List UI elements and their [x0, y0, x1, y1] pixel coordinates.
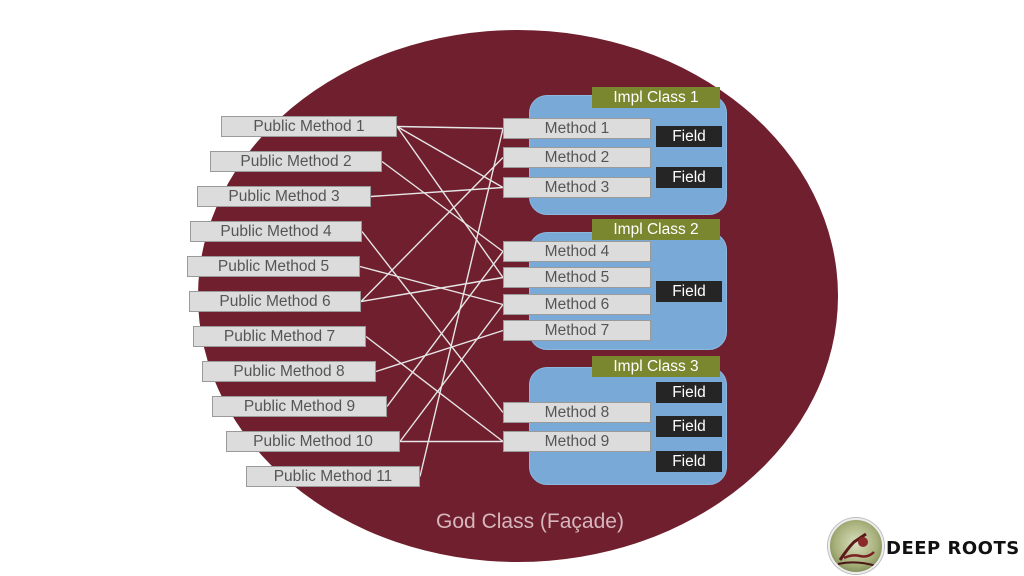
- connector-pm8-m7: [375, 329, 504, 373]
- impl-class-3-field-2: Field: [656, 416, 722, 437]
- connector-pm6-m5: [360, 276, 504, 303]
- impl-class-2-title: Impl Class 2: [592, 219, 720, 240]
- public-method-1: Public Method 1: [221, 116, 397, 137]
- public-method-3: Public Method 3: [197, 186, 371, 207]
- public-method-4: Public Method 4: [190, 221, 362, 242]
- method-6: Method 6: [503, 294, 651, 315]
- method-1: Method 1: [503, 118, 651, 139]
- public-method-10: Public Method 10: [226, 431, 400, 452]
- connector-pm1-m1: [396, 125, 504, 130]
- connector-pm2-m4: [381, 160, 504, 253]
- method-3: Method 3: [503, 177, 651, 198]
- method-8: Method 8: [503, 402, 651, 423]
- method-4: Method 4: [503, 241, 651, 262]
- connector-pm1-m5: [396, 126, 504, 278]
- connector-pm4-m8: [361, 231, 504, 413]
- public-method-8: Public Method 8: [202, 361, 376, 382]
- impl-class-1-field-2: Field: [656, 167, 722, 188]
- public-method-7: Public Method 7: [193, 326, 366, 347]
- method-5: Method 5: [503, 267, 651, 288]
- impl-class-3-field-1: Field: [656, 382, 722, 403]
- connector-pm7-m9: [365, 335, 504, 443]
- connector-pm3-m3: [370, 186, 504, 198]
- method-9: Method 9: [503, 431, 651, 452]
- connector-pm9-m4: [386, 251, 504, 407]
- deep-roots-logo-icon: [828, 518, 884, 574]
- connector-pm11-m1: [419, 128, 504, 477]
- public-method-6: Public Method 6: [189, 291, 361, 312]
- public-method-9: Public Method 9: [212, 396, 387, 417]
- connector-pm6-m2: [360, 157, 504, 302]
- connector-pm10-m6: [399, 304, 504, 442]
- method-2: Method 2: [503, 147, 651, 168]
- public-method-2: Public Method 2: [210, 151, 382, 172]
- god-class-caption: God Class (Façade): [436, 510, 624, 533]
- connector-pm5-m6: [359, 265, 504, 306]
- method-7: Method 7: [503, 320, 651, 341]
- connector-pm1-m3: [396, 125, 504, 189]
- public-method-11: Public Method 11: [246, 466, 420, 487]
- impl-class-2-field-1: Field: [656, 281, 722, 302]
- public-method-5: Public Method 5: [187, 256, 360, 277]
- impl-class-1-field-1: Field: [656, 126, 722, 147]
- impl-class-1-title: Impl Class 1: [592, 87, 720, 108]
- deep-roots-logo-text: DEEP ROOTS: [886, 538, 1020, 559]
- impl-class-3-field-3: Field: [656, 451, 722, 472]
- impl-class-3-title: Impl Class 3: [592, 356, 720, 377]
